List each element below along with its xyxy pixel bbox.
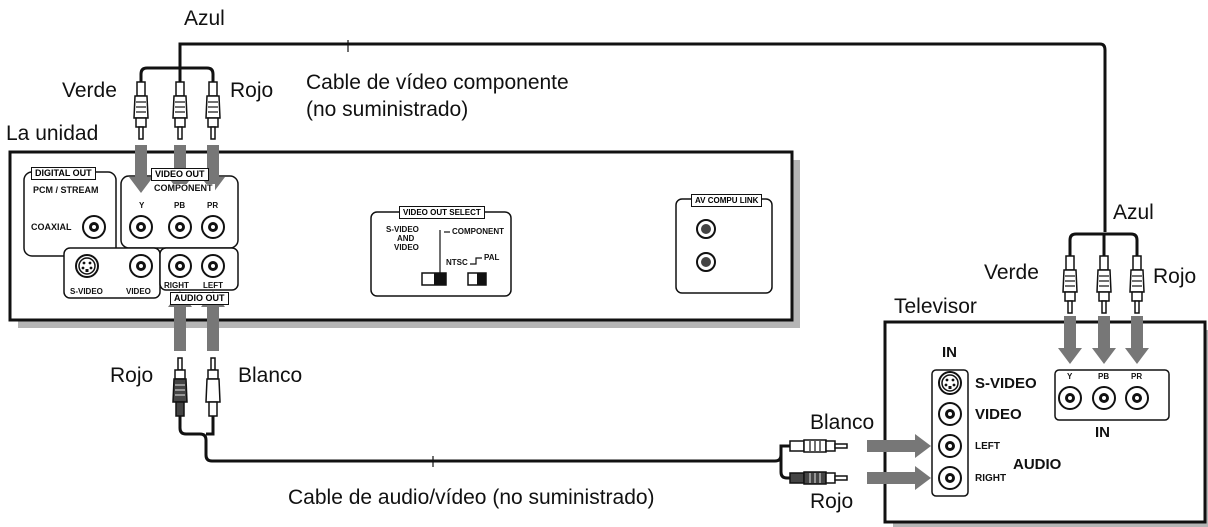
component-label: COMPONENT: [152, 183, 215, 193]
svideo-label: S-VIDEO: [70, 287, 103, 296]
verde-top-label: Verde: [62, 79, 117, 102]
sel-svideo-label-3: VIDEO: [394, 243, 419, 252]
cable-componente-label-2: (no suministrado): [306, 98, 469, 121]
televisor-label: Televisor: [894, 295, 977, 318]
cable-av-label: Cable de audio/vídeo (no suministrado): [288, 486, 655, 509]
pb-label: PB: [174, 201, 186, 210]
rojo-audio-label: Rojo: [110, 364, 154, 387]
azul-top-label: Azul: [184, 7, 225, 30]
tv-left-label: LEFT: [975, 441, 1000, 452]
cable-componente-label-1: Cable de vídeo componente: [306, 71, 569, 94]
la-unidad-label: La unidad: [6, 122, 99, 145]
audio-out-tag: AUDIO OUT: [170, 292, 229, 305]
pr-label: PR: [207, 201, 219, 210]
sel-svideo-label-1: S-VIDEO: [386, 225, 419, 234]
coaxial-label: COAXIAL: [31, 222, 72, 232]
pal-label: PAL: [484, 253, 500, 262]
rojo-tv-label: Rojo: [810, 490, 854, 513]
tv-pr-label: PR: [1131, 372, 1143, 381]
av-compu-link-tag: AV COMPU LINK: [691, 194, 763, 207]
sel-component-label: COMPONENT: [452, 227, 504, 236]
video-label: VIDEO: [126, 287, 151, 296]
tv-in-top-label: IN: [942, 344, 957, 361]
tv-in-bottom-label: IN: [1095, 424, 1110, 441]
tv-y-label: Y: [1067, 372, 1073, 381]
rojo-top-label: Rojo: [230, 79, 274, 102]
right-label: RIGHT: [164, 281, 189, 290]
verde-right-label: Verde: [984, 261, 1039, 284]
tv-video-label: VIDEO: [975, 406, 1022, 423]
blanco-audio-label: Blanco: [238, 364, 303, 387]
tv-pb-label: PB: [1098, 372, 1110, 381]
y-label: Y: [139, 201, 145, 210]
azul-right-label: Azul: [1113, 201, 1154, 224]
pcm-stream-label: PCM / STREAM: [33, 185, 99, 195]
video-out-select-tag: VIDEO OUT SELECT: [399, 206, 485, 219]
digital-out-tag: DIGITAL OUT: [31, 167, 96, 180]
blanco-tv-label: Blanco: [810, 411, 875, 434]
tv-right-label: RIGHT: [975, 473, 1007, 484]
ntsc-label: NTSC: [446, 258, 468, 267]
tv-audio-label: AUDIO: [1013, 456, 1062, 473]
tv-svideo-label: S-VIDEO: [975, 375, 1037, 392]
left-label: LEFT: [203, 281, 223, 290]
video-out-tag: VIDEO OUT: [151, 168, 209, 181]
rojo-right-label: Rojo: [1153, 265, 1197, 288]
sel-svideo-label-2: AND: [397, 234, 415, 243]
